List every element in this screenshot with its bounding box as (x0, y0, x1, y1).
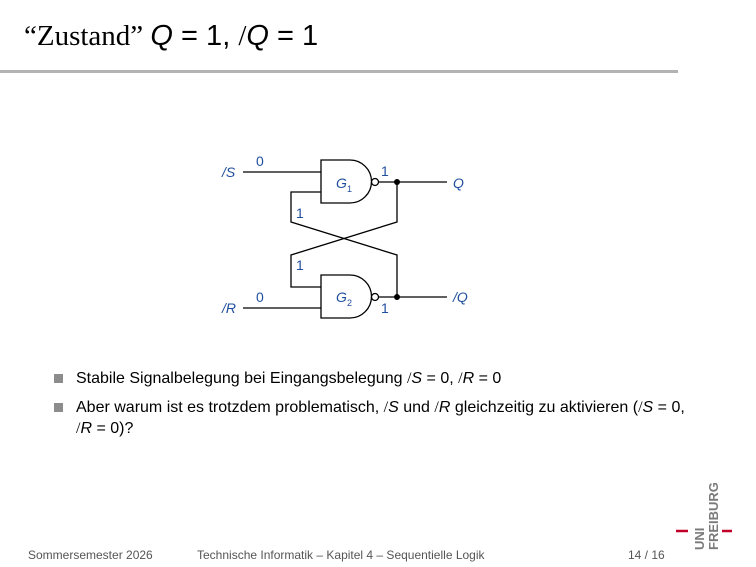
slide-title: “Zustand” Q = 1, /Q = 1 (24, 20, 319, 52)
label-gate-g1: G (336, 175, 347, 191)
footer-semester: Sommersemester 2026 (28, 548, 153, 562)
value-r: 0 (256, 289, 264, 305)
value-s: 0 (256, 153, 264, 169)
junction-q (394, 179, 400, 185)
wire-nq-feedback (290, 191, 398, 297)
footer-page-number: 14 / 16 (628, 548, 665, 562)
wire-q-feedback (290, 182, 398, 288)
title-nq-value: 1 (302, 20, 319, 52)
title-q-value: 1 (206, 20, 223, 52)
bullet-2-r-value: 0 (110, 420, 120, 437)
bullet-2-and: und (403, 399, 430, 416)
bullet-2-part1: Aber warum ist es trotzdem problematisch… (76, 399, 380, 416)
bullet-1-r-value: 0 (492, 370, 502, 387)
bullet-2-end: )? (119, 420, 134, 437)
label-input-s: /S (221, 164, 236, 180)
title-rule (0, 70, 678, 73)
bullet-2-s-value: 0 (671, 399, 681, 416)
bullet-list: Stabile Signalbelegung bei Eingangsbeleg… (50, 368, 690, 447)
bullet-1-s-value: 0 (440, 370, 450, 387)
value-nq: 1 (381, 300, 389, 316)
label-output-nq: /Q (452, 289, 468, 305)
bullet-1-text: Stabile Signalbelegung bei Eingangsbeleg… (76, 370, 403, 387)
value-g1-feedback: 1 (296, 205, 304, 221)
gate-g1-bubble (370, 177, 380, 187)
logo-text-freiburg: FREIBURG (706, 482, 721, 550)
label-output-q: Q (453, 175, 464, 191)
label-gate-g1-sub: 1 (347, 184, 352, 194)
footer-course: Technische Informatik – Kapitel 4 – Sequ… (197, 548, 485, 562)
bullet-2-part2: gleichzeitig zu aktivieren ( (454, 399, 639, 416)
bullet-square-icon (54, 403, 63, 412)
label-gate-g2-sub: 2 (347, 298, 352, 308)
value-g2-feedback: 1 (296, 257, 304, 273)
title-prefix: “Zustand” (24, 20, 144, 52)
value-q: 1 (381, 163, 389, 179)
bullet-square-icon (54, 374, 63, 383)
junction-nq (394, 294, 400, 300)
logo-text-uni: UNI (692, 528, 707, 550)
gate-g2-bubble (370, 292, 380, 302)
bullet-item: Aber warum ist es trotzdem problematisch… (50, 397, 690, 439)
label-gate-g2: G (336, 289, 347, 305)
bullet-item: Stabile Signalbelegung bei Eingangsbeleg… (50, 368, 690, 389)
university-logo: UNI FREIBURG (676, 482, 732, 550)
label-input-r: /R (221, 300, 236, 316)
